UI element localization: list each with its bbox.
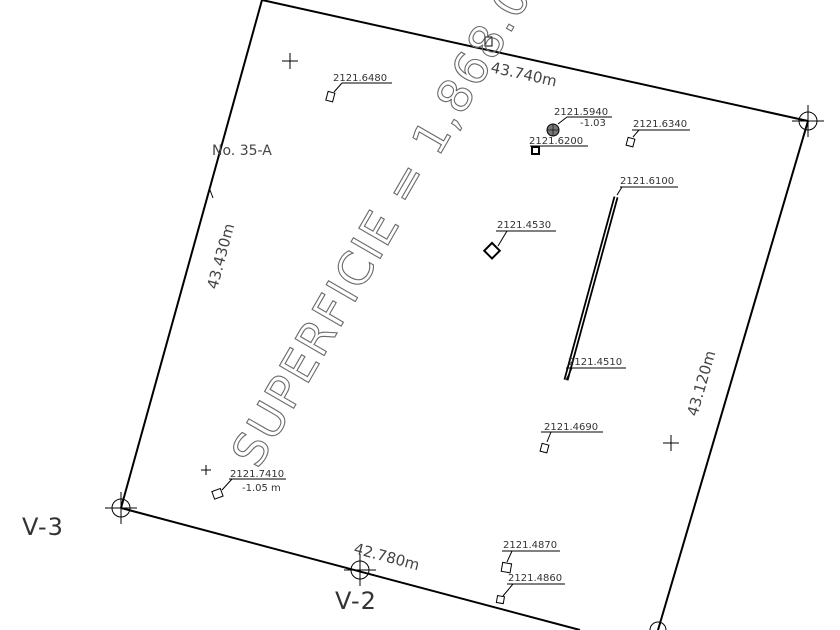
wall-line: [563, 196, 619, 381]
elevation-label: 2121.6200: [529, 136, 583, 147]
elevation-point: 2121.4690: [539, 422, 603, 454]
crosshair-marker: [282, 53, 298, 69]
elevation-point: 2121.4860: [495, 573, 565, 605]
elevation-point: 2121.4530: [482, 220, 556, 260]
vertex-marker-ne: [792, 105, 824, 137]
vertex-marker-se: [649, 621, 667, 630]
crosshair-marker: [201, 465, 211, 475]
dimension-left: 43.430m: [203, 222, 238, 291]
elevation-label: 2121.5940: [554, 107, 608, 118]
elevation-point: 2121.5940 -1.03: [546, 107, 612, 137]
elevation-label: 2121.6100: [620, 176, 674, 187]
elevation-label: 2121.4860: [508, 573, 562, 584]
elevation-label: 2121.4510: [568, 357, 622, 368]
elevation-note: -1.05 m: [242, 483, 281, 494]
crosshair-marker: [663, 435, 679, 451]
elevation-label: 2121.4690: [544, 422, 598, 433]
elevation-point: 2121.6340: [625, 119, 690, 148]
elevation-point: 2121.4510: [565, 357, 626, 381]
elevation-point: 2121.7410 -1.05 m: [211, 469, 286, 500]
boundary-tick-marker: [484, 36, 493, 47]
elevation-label: 2121.6340: [633, 119, 687, 130]
dimension-bottom: 42.780m: [352, 539, 421, 574]
elevation-label: 2121.7410: [230, 469, 284, 480]
elevation-point: 2121.4870: [500, 540, 560, 574]
elevation-label: 2121.6480: [333, 73, 387, 84]
vertex-marker-v2: [344, 554, 376, 586]
elevation-point: 2121.6100: [616, 176, 678, 196]
elevation-note: -1.03: [580, 118, 606, 129]
vertex-label-v2: V-2: [335, 587, 377, 615]
vertex-marker-v3: [105, 492, 137, 524]
dimension-right: 43.120m: [684, 349, 720, 418]
elevation-point: 2121.6200: [529, 136, 588, 155]
elevation-label: 2121.4870: [503, 540, 557, 551]
lot-number: No. 35-A: [212, 143, 272, 159]
lot-number-tick: [209, 189, 214, 199]
vertex-label-v3: V-3: [22, 513, 64, 541]
elevation-label: 2121.4530: [497, 220, 551, 231]
lot-boundary: [120, 0, 809, 630]
area-label: SUPERFICIE = 1,868.000 m2: [221, 0, 621, 475]
elevation-point: 2121.6480: [325, 73, 392, 103]
